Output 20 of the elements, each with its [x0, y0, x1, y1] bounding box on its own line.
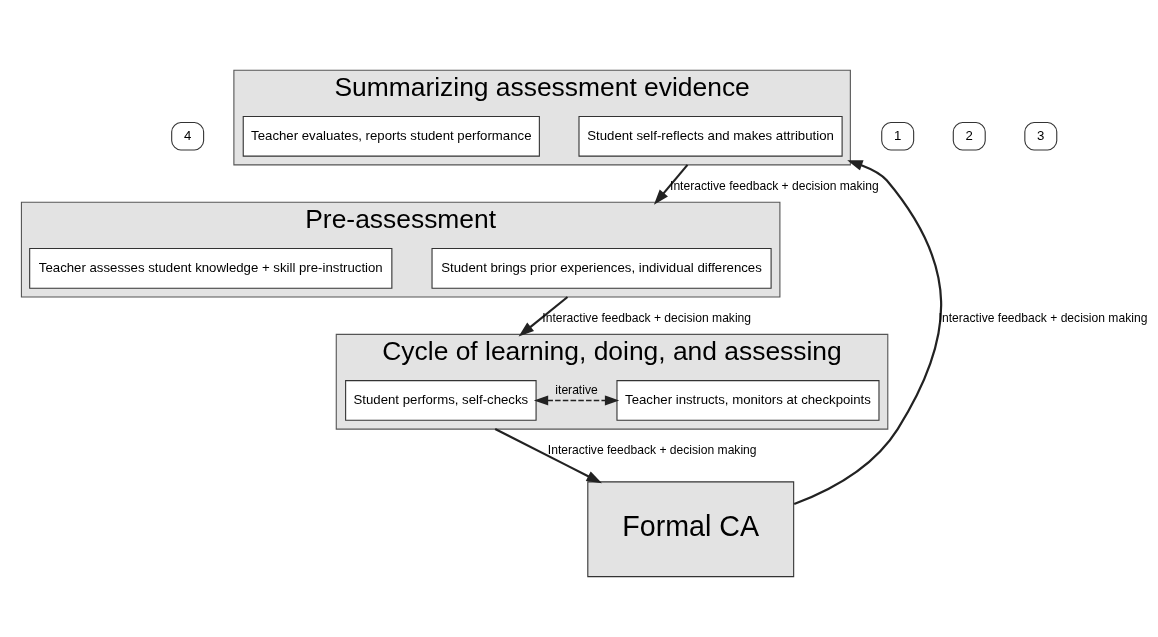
node-box: Student self-reflects and makes attribution [578, 115, 843, 157]
node-box: Teacher assesses student knowledge + skill pre-instruction [29, 247, 393, 289]
edge-label: iterative [555, 382, 598, 397]
arrow [653, 163, 689, 205]
node-box: Formal CA [587, 480, 795, 577]
node-box: Student brings prior experiences, individual differences [431, 247, 772, 289]
edge-label: Interactive feedback + decision making [542, 310, 752, 325]
node-box: Teacher evaluates, reports student performance [242, 115, 540, 157]
node-box: Teacher instructs, monitors at checkpoints [616, 379, 880, 421]
arrow [518, 295, 569, 336]
arrow [533, 394, 620, 405]
node-box: 3 [1024, 121, 1058, 151]
node-box: 2 [952, 121, 986, 151]
edge-label: Interactive feedback + decision making [547, 442, 757, 457]
arrow [793, 159, 943, 505]
node-box: 1 [881, 121, 915, 151]
node-box: Student performs, self-checks [345, 379, 537, 421]
arrow [494, 427, 602, 483]
edge-label: Interactive feedback + decision making [670, 178, 879, 193]
node-box: 4 [171, 121, 205, 151]
